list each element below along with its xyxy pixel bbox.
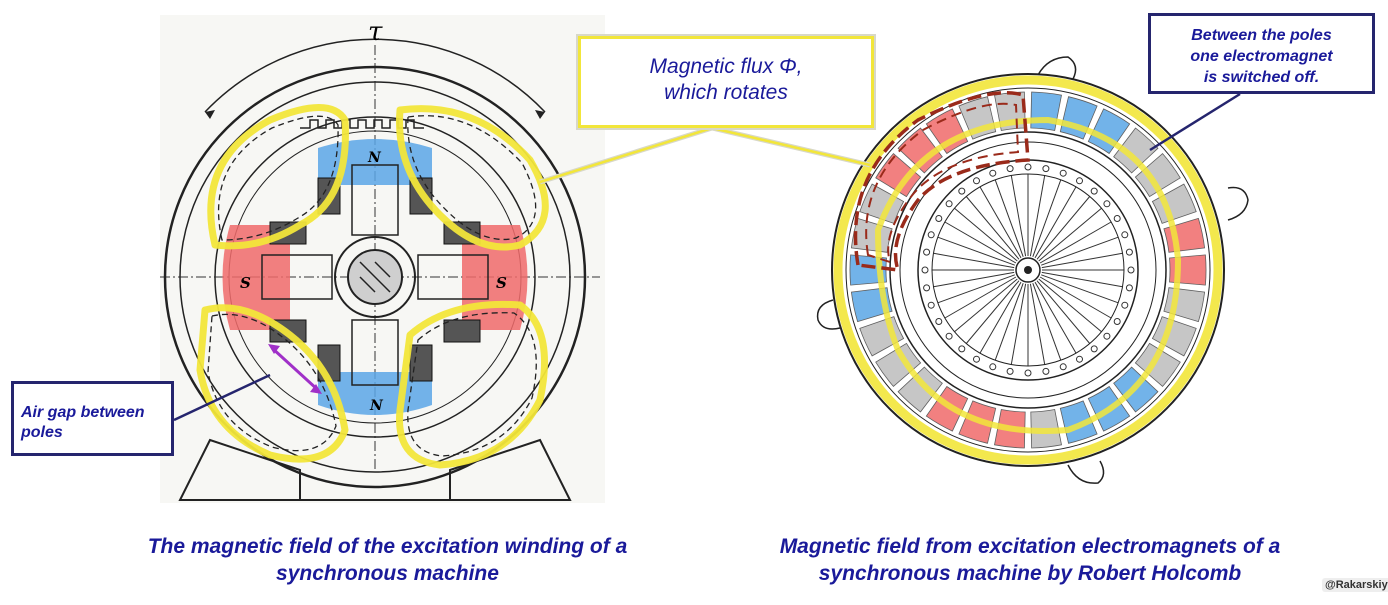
rotor-spokes [921,163,1135,377]
electromagnet-segment [1151,316,1197,357]
electromagnet-segment [1134,342,1181,387]
tau-label: τ [368,17,383,47]
caption-right: Magnetic field from excitation electroma… [740,533,1320,587]
caption-right-line-1: Magnetic field from excitation electroma… [779,535,1281,558]
pole-left-south [222,225,290,330]
electromagnet-segment [875,153,922,198]
electromagnet-segment [1059,96,1098,140]
electromagnet-segment [925,385,969,432]
switched-off-callout-line-2: one electromagnet [1190,48,1333,65]
air-gap-callout-line-2: poles [21,424,63,441]
pole-label-left: S [240,274,251,292]
electromagnet-segment [925,108,969,155]
shaft [334,236,416,318]
flux-outer-ring [833,75,1223,465]
electromagnet-segment [859,183,905,224]
electromagnet-segment [897,127,943,174]
watermark: @Rakarskiy [1322,578,1388,592]
pole-label-top: N [367,150,382,166]
electromagnet-segment [1059,400,1098,444]
electromagnet-segment [1151,183,1197,224]
air-gap-callout: Air gap between poles [11,381,174,456]
callout-connectors [173,92,1241,422]
pole-label-right: S [496,274,507,292]
caption-left: The magnetic field of the excitation win… [110,533,665,587]
flux-callout-line-1: Magnetic flux Φ, [649,55,803,78]
air-gap-arrow [268,344,322,394]
electromagnet-segment [897,366,943,413]
flux-callout-line-2: which rotates [664,81,788,104]
caption-left-line-2: synchronous machine [276,562,499,585]
electromagnet-segment [1087,108,1131,155]
caption-right-line-2: synchronous machine by Robert Holcomb [818,562,1242,585]
switched-off-callout-line-1: Between the poles [1191,27,1332,44]
electromagnet-segment [875,342,922,387]
switched-off-callout: Between the poles one electromagnet is s… [1148,13,1375,94]
caption-left-line-1: The magnetic field of the excitation win… [147,535,628,558]
electromagnet-segment [1134,153,1181,198]
switched-off-callout-line-3: is switched off. [1203,69,1320,86]
electromagnet-segment [1113,127,1159,174]
air-gap-callout-line-1: Air gap between [21,404,145,421]
synchronous-machine-drawing: τ N N S S [160,15,605,503]
holcomb-machine-drawing [816,56,1249,484]
pole-label-bottom: N [369,398,384,414]
flux-loops [196,104,549,469]
flux-callout: Magnetic flux Φ, which rotates [576,34,876,130]
